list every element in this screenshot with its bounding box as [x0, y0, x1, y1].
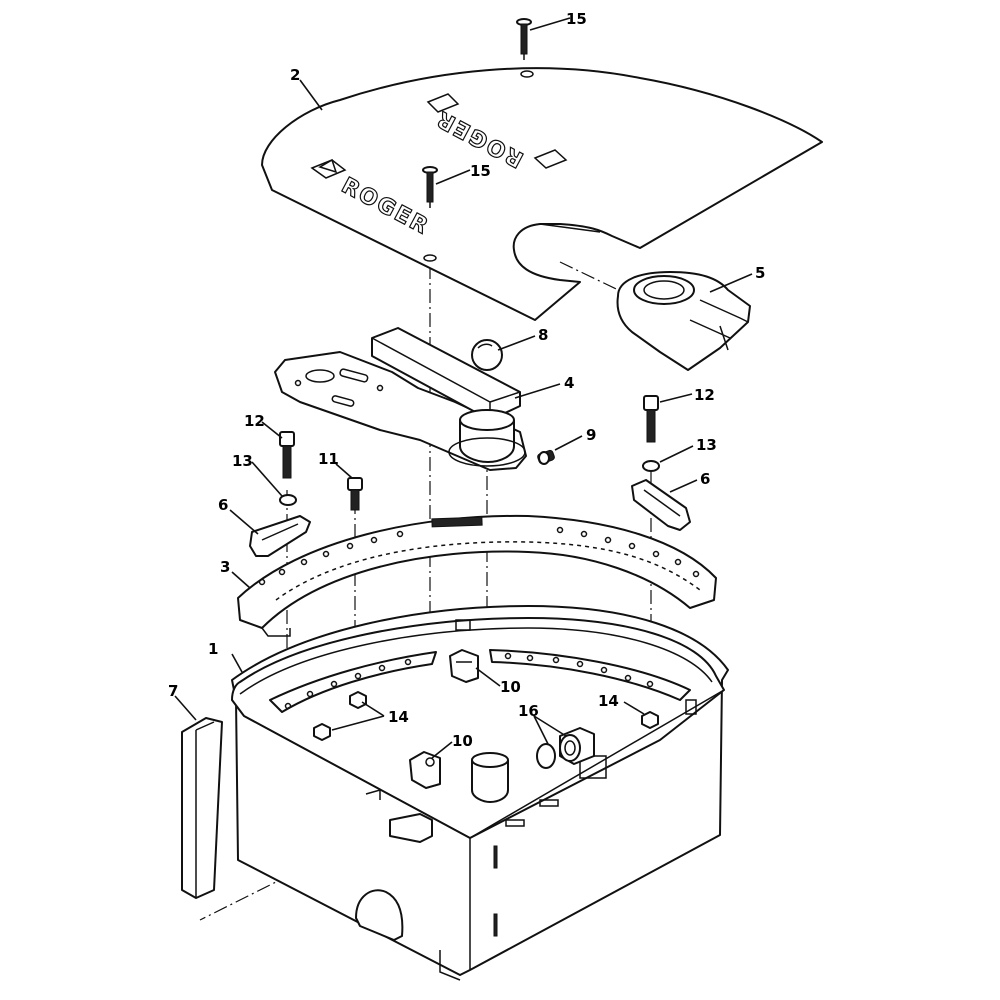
callout-2: 2 — [290, 66, 300, 84]
leader-lines — [174, 17, 753, 759]
screw-icon — [516, 18, 532, 60]
screw-icon — [422, 166, 438, 208]
bolt-icon — [347, 477, 363, 511]
callout-7: 7 — [168, 682, 178, 700]
release-lever-plate — [274, 327, 527, 471]
center-boss — [471, 752, 509, 803]
callout-8: 8 — [538, 326, 548, 344]
ball-icon — [471, 339, 503, 371]
lid-screw-hole-icon — [520, 70, 534, 78]
callout-9: 9 — [586, 426, 596, 444]
cable-gland — [536, 727, 595, 769]
bolt-icon — [279, 431, 295, 479]
lid-cover: ROGER ROGER — [261, 67, 823, 321]
callout-15-mid: 15 — [470, 162, 491, 180]
callout-12-left: 12 — [244, 412, 265, 430]
callout-12-right: 12 — [694, 386, 715, 404]
callout-15-top: 15 — [566, 10, 587, 28]
lid-marker-left-icon — [310, 159, 347, 179]
washer-icon — [642, 460, 660, 472]
lid-screw-hole-icon — [423, 254, 437, 262]
callout-1: 1 — [208, 640, 218, 658]
callout-5: 5 — [755, 264, 765, 282]
end-stop-left — [249, 515, 311, 557]
callout-4: 4 — [564, 374, 574, 392]
callout-10-lower: 10 — [452, 732, 473, 750]
clamp-upper — [449, 619, 479, 683]
callout-13-right: 13 — [696, 436, 717, 454]
callout-11: 11 — [318, 450, 339, 468]
callout-14-right: 14 — [598, 692, 619, 710]
lid-marker-right-icon — [533, 149, 568, 169]
callout-14-left: 14 — [388, 708, 409, 726]
end-stop-right — [631, 479, 691, 531]
callout-6-right: 6 — [700, 470, 710, 488]
callout-13-left: 13 — [232, 452, 253, 470]
grub-screw-icon — [537, 449, 555, 465]
callout-16: 16 — [518, 702, 539, 720]
callout-3: 3 — [220, 558, 230, 576]
release-handle — [616, 271, 751, 371]
nut-icon — [349, 691, 367, 709]
nut-icon — [313, 723, 331, 741]
toothed-rack — [237, 514, 717, 637]
lid-marker-top-icon — [426, 93, 460, 113]
ledge-hole-row — [284, 652, 654, 710]
rack-hole-row — [258, 526, 700, 586]
callout-10-upper: 10 — [500, 678, 521, 696]
callout-6-left: 6 — [218, 496, 228, 514]
nut-icon — [641, 711, 659, 729]
clamp-lower — [409, 751, 441, 789]
callout-labels: 1 2 3 4 5 6 6 7 8 9 10 10 11 12 12 13 13… — [168, 10, 765, 750]
bolt-icon — [643, 395, 659, 443]
side-panel — [181, 717, 223, 899]
washer-icon — [279, 494, 297, 506]
